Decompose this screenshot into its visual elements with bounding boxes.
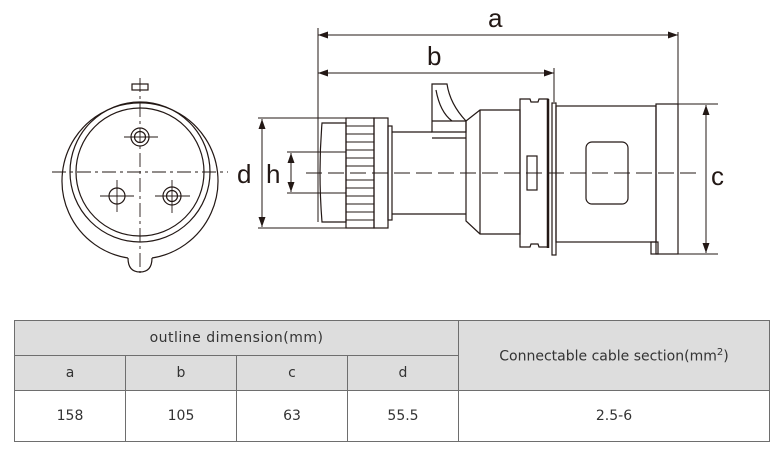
end-cap: [655, 103, 679, 255]
label-h: h: [266, 159, 280, 189]
dimensions: [258, 28, 718, 255]
label-a: a: [488, 3, 503, 33]
knurl-lines: [346, 125, 374, 221]
cable-header-text: Connectable cable section(mm: [499, 348, 717, 365]
label-d: d: [237, 159, 251, 189]
header-a: a: [14, 355, 126, 391]
dimension-table: outline dimension(mm) Connectable cable …: [14, 320, 770, 442]
label-b: b: [427, 41, 441, 71]
header-cable-section: Connectable cable section(mm2): [458, 320, 770, 391]
header-d: d: [347, 355, 459, 391]
cap-collar-lip: [387, 125, 393, 221]
main-body: [555, 105, 657, 243]
cable-header-sup: 2: [716, 346, 724, 358]
header-outline-dimension: outline dimension(mm): [14, 320, 459, 356]
dimension-drawing: a b c d h: [52, 3, 724, 273]
latch-clip: [431, 83, 467, 133]
value-a: 158: [14, 390, 126, 442]
value-cable-section: 2.5-6: [458, 390, 770, 442]
value-b: 105: [125, 390, 237, 442]
value-d: 55.5: [347, 390, 459, 442]
body-taper: [465, 109, 521, 235]
cable-header-close: ): [723, 348, 729, 365]
value-c: 63: [236, 390, 348, 442]
header-c: c: [236, 355, 348, 391]
cap-front: [319, 122, 347, 223]
end-foot: [650, 241, 659, 255]
front-outer-ring: [61, 102, 219, 259]
front-view: [52, 78, 228, 273]
label-c: c: [711, 161, 724, 191]
side-view: [306, 83, 700, 256]
header-b: b: [125, 355, 237, 391]
